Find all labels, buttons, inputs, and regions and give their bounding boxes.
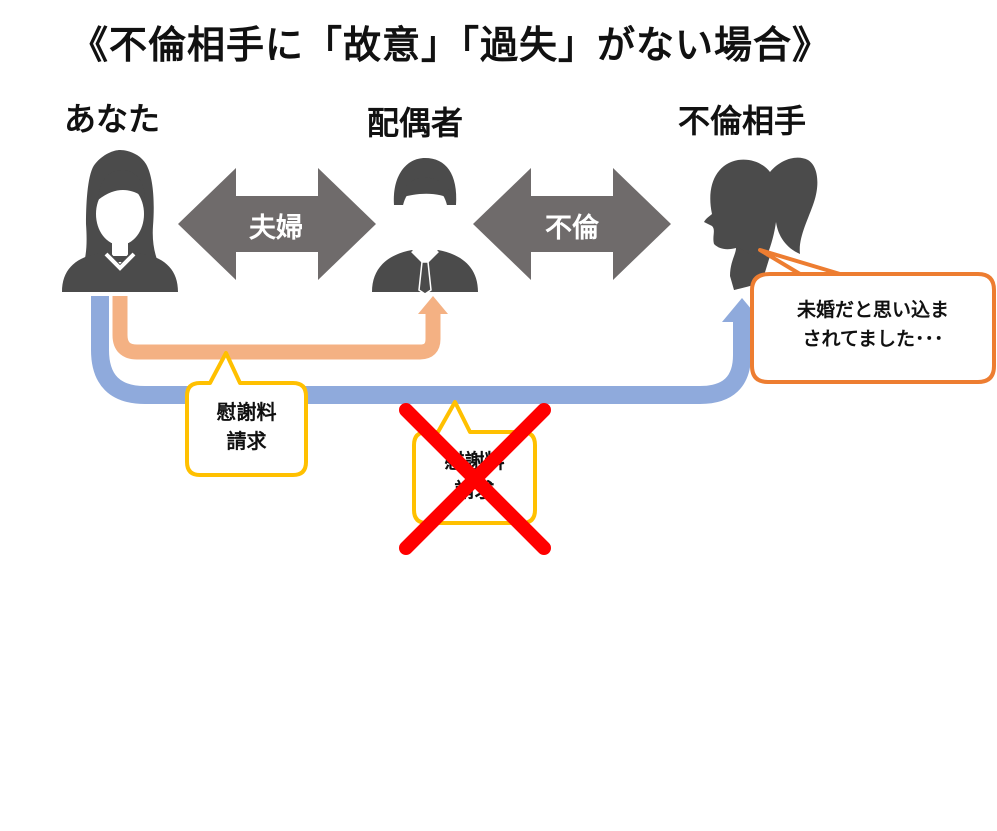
label-spouse: 配偶者	[367, 104, 464, 142]
affair-double-arrow	[473, 168, 671, 280]
claim-valid-line2: 請求	[226, 429, 267, 453]
thought-bubble	[750, 248, 996, 384]
label-you: あなた	[64, 100, 161, 138]
claim-invalid-line2: 請求	[454, 478, 495, 502]
label-partner: 不倫相手	[678, 102, 807, 140]
claim-invalid-text: 慰謝料 請求	[414, 447, 535, 505]
marriage-double-arrow	[178, 168, 376, 280]
claim-bubble-valid	[185, 351, 308, 477]
claim-arrow-to-spouse	[112, 296, 448, 360]
marriage-label: 夫婦	[249, 213, 303, 244]
man-user-icon	[372, 158, 478, 295]
claim-valid-line1: 慰謝料	[216, 400, 277, 424]
thought-line1: 未婚だと思い込ま	[796, 299, 949, 321]
diagram-title: 《不倫相手に「故意」「過失」がない場合》	[70, 23, 832, 67]
thought-text: 未婚だと思い込ま されてました･･･	[752, 296, 994, 355]
claim-valid-text: 慰謝料 請求	[187, 398, 306, 456]
thought-line2: されてました･･･	[802, 328, 944, 351]
claim-invalid-line1: 慰謝料	[444, 449, 505, 473]
woman-user-icon	[62, 150, 178, 292]
affair-label: 不倫	[545, 213, 599, 244]
